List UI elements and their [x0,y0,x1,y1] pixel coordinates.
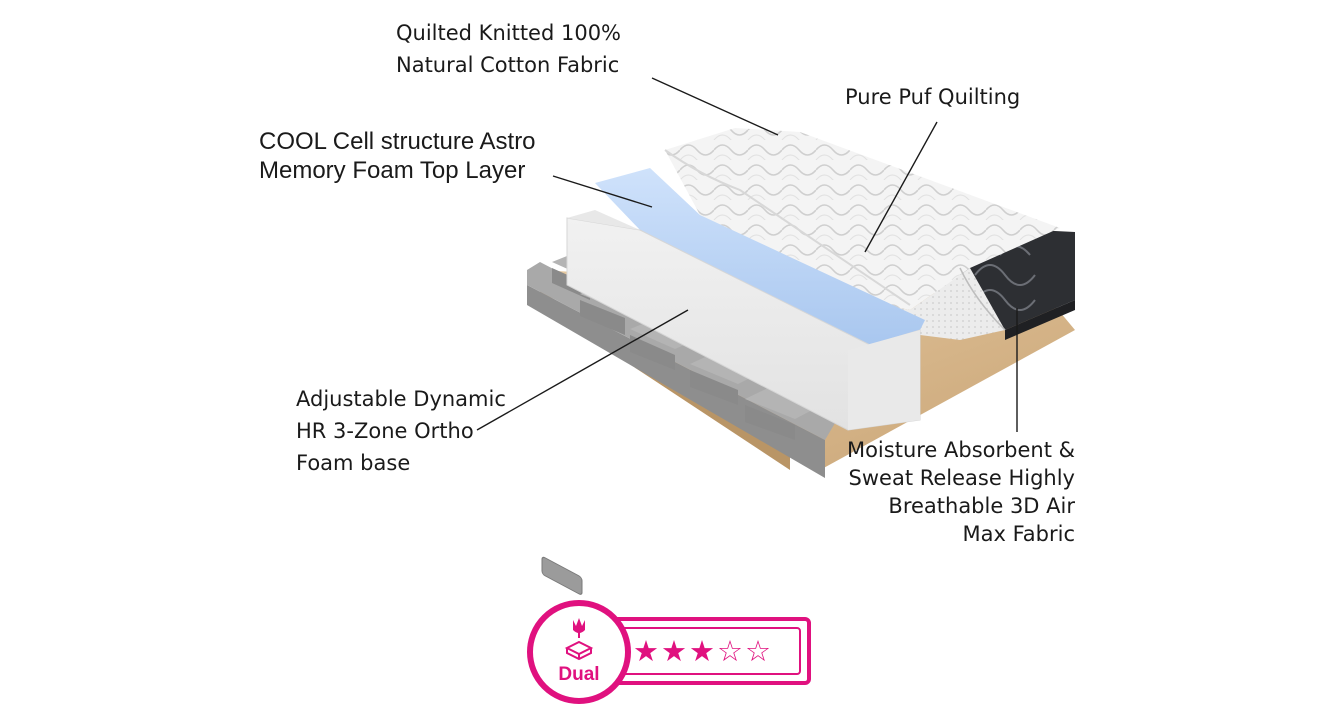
mattress-illustration [476,77,1075,595]
callout-line: COOL Cell structure Astro [259,128,536,155]
quilted-cover [664,128,1060,340]
badge-icons [564,618,594,661]
callout-air-fabric: Moisture Absorbent & Sweat Release Highl… [847,436,1075,548]
callout-foam-base: Adjustable Dynamic HR 3-Zone Ortho Foam … [296,383,506,479]
callout-line: HR 3-Zone Ortho [296,419,474,443]
memory-foam-layer [595,168,925,345]
callout-cotton-fabric: Quilted Knitted 100% Natural Cotton Fabr… [396,17,621,81]
rating-box: ★★★☆☆ [607,617,811,685]
callout-line: Memory Foam Top Layer [259,157,526,184]
star-filled-icon: ★ [689,633,715,668]
foam-base-block [566,210,921,431]
badge-circle: Dual [527,600,631,704]
comfort-badge: Dual ★★★☆☆ [527,600,812,704]
callout-line: Breathable 3D Air [888,494,1075,518]
tulip-icon [573,618,585,638]
callout-puf-quilting: Pure Puf Quilting [845,81,1020,113]
callout-line: Sweat Release Highly [848,466,1075,490]
callout-line: Foam base [296,451,411,475]
star-empty-icon: ☆ [745,633,771,668]
callout-line: Quilted Knitted 100% [396,21,622,45]
callout-line: Adjustable Dynamic [296,387,506,411]
badge-type-label: Dual [558,664,600,685]
callout-line: Moisture Absorbent & [846,438,1075,462]
star-empty-icon: ☆ [717,633,743,668]
mattress-icon [564,640,594,661]
callout-line: Pure Puf Quilting [845,85,1021,109]
star-filled-icon: ★ [633,633,659,668]
callout-memory-foam: COOL Cell structure Astro Memory Foam To… [259,127,536,185]
callout-lines [476,77,1018,432]
callout-line: Natural Cotton Fabric [396,53,620,77]
callout-line: Max Fabric [962,522,1075,546]
star-filled-icon: ★ [661,633,687,668]
star-rating: ★★★☆☆ [621,627,801,675]
